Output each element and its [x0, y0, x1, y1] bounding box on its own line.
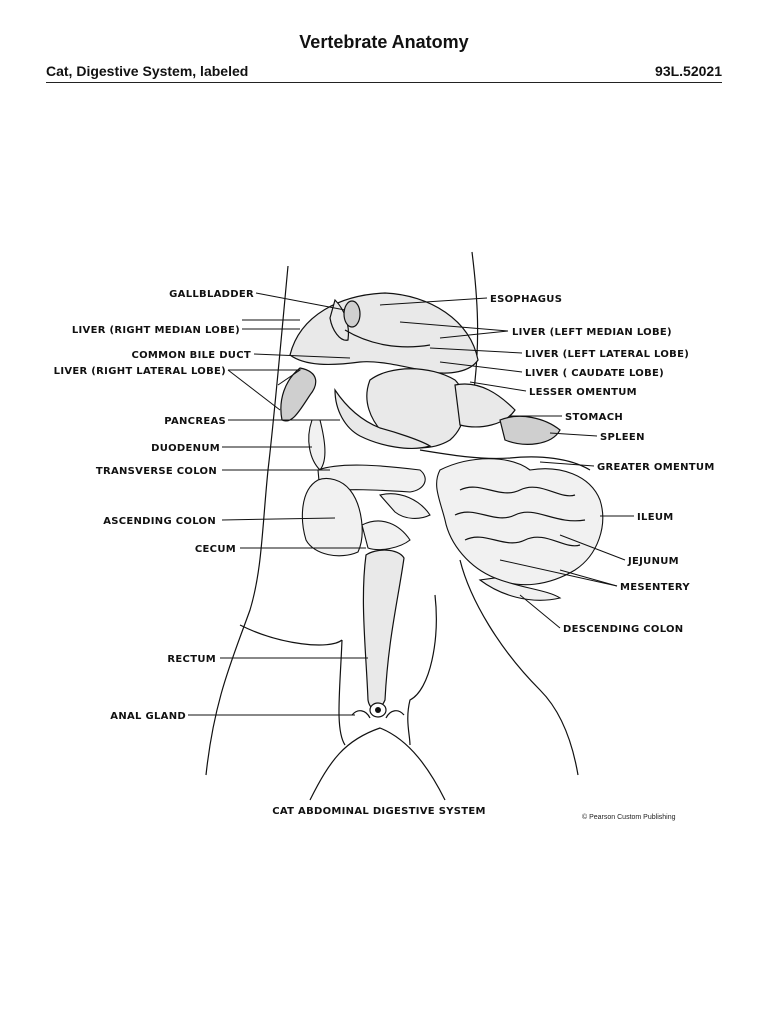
- page-title: Vertebrate Anatomy: [299, 32, 469, 52]
- label-rectum: RECTUM: [167, 654, 216, 665]
- label-common-bile-duct: COMMON BILE DUCT: [131, 350, 251, 361]
- catalog-code: 93L.52021: [655, 63, 722, 79]
- label-liver-left-lateral-lobe: LIVER (LEFT LATERAL LOBE): [525, 349, 689, 360]
- label-ascending-colon: ASCENDING COLON: [103, 516, 216, 527]
- label-pancreas: PANCREAS: [164, 416, 226, 427]
- label-lesser-omentum: LESSER OMENTUM: [529, 387, 637, 398]
- label-duodenum: DUODENUM: [151, 443, 220, 454]
- label-esophagus: ESOPHAGUS: [490, 294, 562, 305]
- label-transverse-colon: TRANSVERSE COLON: [96, 466, 217, 477]
- label-liver-left-median-lobe: LIVER (LEFT MEDIAN LOBE): [512, 327, 672, 338]
- anal-gland: [351, 702, 405, 719]
- label-jejunum: JEJUNUM: [627, 556, 679, 567]
- large-intestine: [301, 464, 431, 557]
- body-outline: [205, 251, 579, 801]
- document-subtitle: Cat, Digestive System, labeled: [46, 63, 249, 79]
- gallbladder: [343, 300, 361, 328]
- duodenum: [308, 419, 326, 471]
- label-gallbladder: GALLBLADDER: [169, 289, 254, 300]
- label-ileum: ILEUM: [637, 512, 674, 523]
- label-descending-colon: DESCENDING COLON: [563, 624, 683, 635]
- diagram-caption: CAT ABDOMINAL DIGESTIVE SYSTEM: [272, 806, 486, 817]
- label-liver-caudate-lobe: LIVER ( CAUDATE LOBE): [525, 368, 664, 379]
- rectum: [362, 549, 405, 710]
- liver: [280, 292, 479, 422]
- spleen: [499, 415, 561, 445]
- label-anal-gland: ANAL GLAND: [110, 711, 186, 722]
- label-liver-right-lateral-lobe: LIVER (RIGHT LATERAL LOBE): [54, 366, 226, 377]
- stomach: [366, 368, 516, 449]
- label-spleen: SPLEEN: [600, 432, 645, 443]
- leader-lines: [188, 292, 634, 716]
- label-mesentery: MESENTERY: [620, 582, 690, 593]
- header-rule: [46, 82, 722, 83]
- pancreas: [334, 388, 432, 449]
- copyright-notice: © Pearson Custom Publishing: [582, 814, 676, 821]
- label-liver-right-median-lobe: LIVER (RIGHT MEDIAN LOBE): [72, 325, 240, 336]
- label-greater-omentum: GREATER OMENTUM: [597, 462, 715, 473]
- label-cecum: CECUM: [195, 544, 236, 555]
- small-intestine: [436, 458, 604, 601]
- greater-omentum: [419, 449, 591, 471]
- label-stomach: STOMACH: [565, 412, 623, 423]
